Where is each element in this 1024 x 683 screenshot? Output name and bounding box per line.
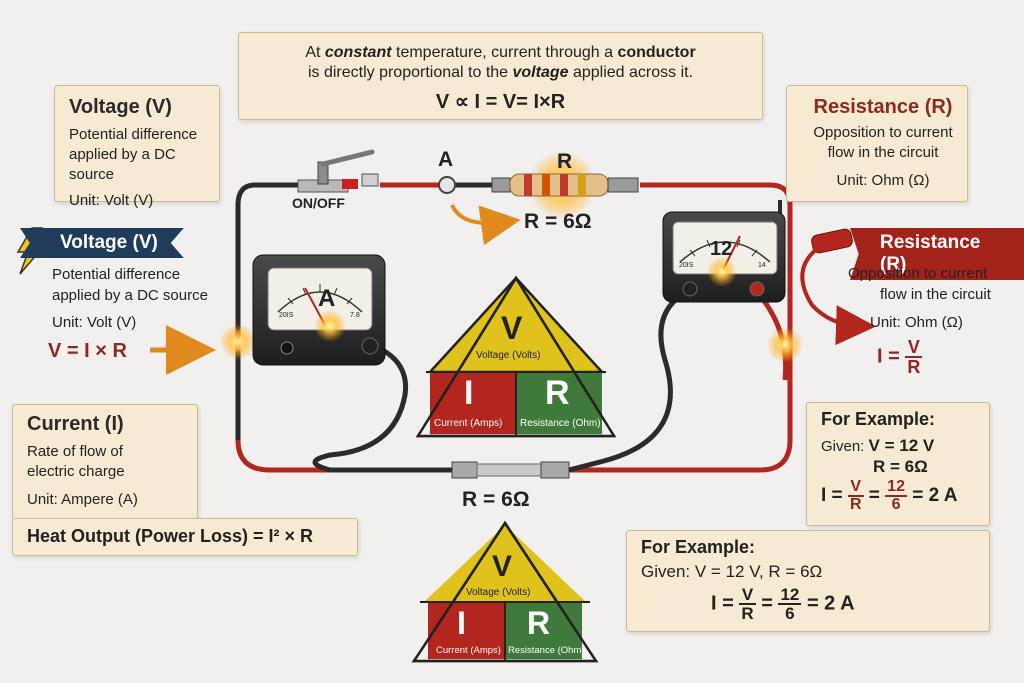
main-wire-loop (235, 182, 793, 473)
banner-formula: V ∝ I = V= I×R (435, 91, 566, 113)
top-resistor (491, 151, 639, 219)
switch[interactable] (297, 149, 379, 193)
current-card-unit: Unit: Ampere (A) (27, 491, 138, 508)
ammeter (252, 254, 386, 366)
triangle-top-v-label: Voltage (Volts) (476, 350, 541, 361)
voltmeter-face-label: 12 (710, 238, 733, 260)
current-card-desc1: Rate of flow of (27, 443, 123, 460)
example1-given-r: R = 6Ω (873, 457, 928, 476)
ammeter-scale-right: 7.8 (350, 312, 360, 319)
voltage-badge-desc1: Potential difference (52, 266, 181, 283)
current-card-title: Current (I) (27, 413, 124, 435)
resistance-card-unit: Unit: Ohm (Ω) (836, 172, 930, 189)
triangle-top-i: I (464, 374, 474, 412)
current-card-desc2: electric charge (27, 463, 125, 480)
triangle-top-r: R (545, 374, 570, 412)
voltage-card: Voltage (V) Potential difference applied… (54, 85, 220, 209)
triangle-bottom-v: V (492, 550, 513, 583)
bottom-resistor (451, 461, 570, 479)
switch-label: ON/OFF (292, 195, 345, 211)
voltmeter (662, 211, 786, 303)
resistance-badge: Resistance (R) (850, 228, 1024, 280)
triangle-top-i-label: Current (Amps) (434, 418, 503, 429)
right-probe (800, 228, 876, 346)
resistance-badge-desc1: Opposition to current (848, 265, 988, 282)
resistance-card: Resistance (R) Opposition to current flo… (786, 85, 968, 202)
voltage-card-title: Voltage (V) (69, 96, 172, 118)
triangle-top-v: V (501, 310, 523, 346)
voltage-badge: Voltage (V) (20, 228, 184, 258)
resistance-card-desc1: Opposition to current (813, 124, 953, 141)
triangle-bottom-v-label: Voltage (Volts) (466, 587, 531, 598)
example-card-2: For Example: Given: V = 12 V, R = 6Ω I =… (626, 530, 990, 632)
triangle-bottom-i-label: Current (Amps) (436, 645, 501, 656)
triangle-bottom-r: R (527, 605, 551, 641)
banner-line-2: is directly proportional to the voltage … (307, 64, 694, 81)
banner-line-1: At constant temperature, current through… (305, 44, 696, 61)
ammeter-node (438, 176, 456, 194)
example2-given: Given: V = 12 V, R = 6Ω (641, 562, 823, 581)
resistor-arrow (450, 204, 521, 246)
voltmeter-scale-left: 20IS (679, 262, 694, 269)
voltage-card-desc2: applied by a DC source (69, 146, 176, 183)
resistance-badge-unit: Unit: Ohm (Ω) (870, 314, 963, 331)
resistor-bottom-value: R = 6Ω (462, 488, 530, 511)
example1-title: For Example: (821, 409, 936, 429)
resistor-top-label: R (557, 150, 573, 173)
resistance-card-desc2: flow in the circuit (827, 144, 939, 161)
ammeter-scale-left: 20IS (279, 312, 294, 319)
ammeter-leads (220, 324, 452, 473)
triangle-top-r-label: Resistance (Ohm) (520, 418, 601, 429)
ammeter-face-label: A (318, 285, 336, 312)
voltage-badge-unit: Unit: Volt (V) (52, 314, 137, 331)
top-banner: At constant temperature, current through… (238, 32, 763, 120)
triangle-bottom-r-label: Resistance (Ohm) (508, 645, 585, 656)
resistor-top-value: R = 6Ω (524, 210, 592, 233)
example2-title: For Example: (641, 537, 756, 557)
ammeter-node-label: A (438, 148, 454, 171)
heat-output-card: Heat Output (Power Loss) = I² × R (12, 518, 358, 556)
voltmeter-scale-right: 14 (758, 262, 766, 269)
voltage-badge-desc2: applied by a DC source (52, 287, 208, 304)
current-card: Current (I) Rate of flow of electric cha… (12, 404, 198, 520)
voltage-badge-formula: V = I × R (48, 340, 127, 362)
example-card-1: For Example: Given: V = 12 V R = 6Ω I = … (806, 402, 990, 526)
voltage-card-desc1: Potential difference (69, 126, 198, 143)
voltage-card-unit: Unit: Volt (V) (69, 192, 154, 209)
example1-given: Given: V = 12 V (821, 436, 935, 455)
heat-output-text: Heat Output (Power Loss) = I² × R (27, 526, 314, 546)
resistance-card-title: Resistance (R) (813, 96, 953, 118)
resistance-badge-desc2: flow in the circuit (880, 286, 991, 303)
triangle-bottom-i: I (457, 605, 466, 641)
